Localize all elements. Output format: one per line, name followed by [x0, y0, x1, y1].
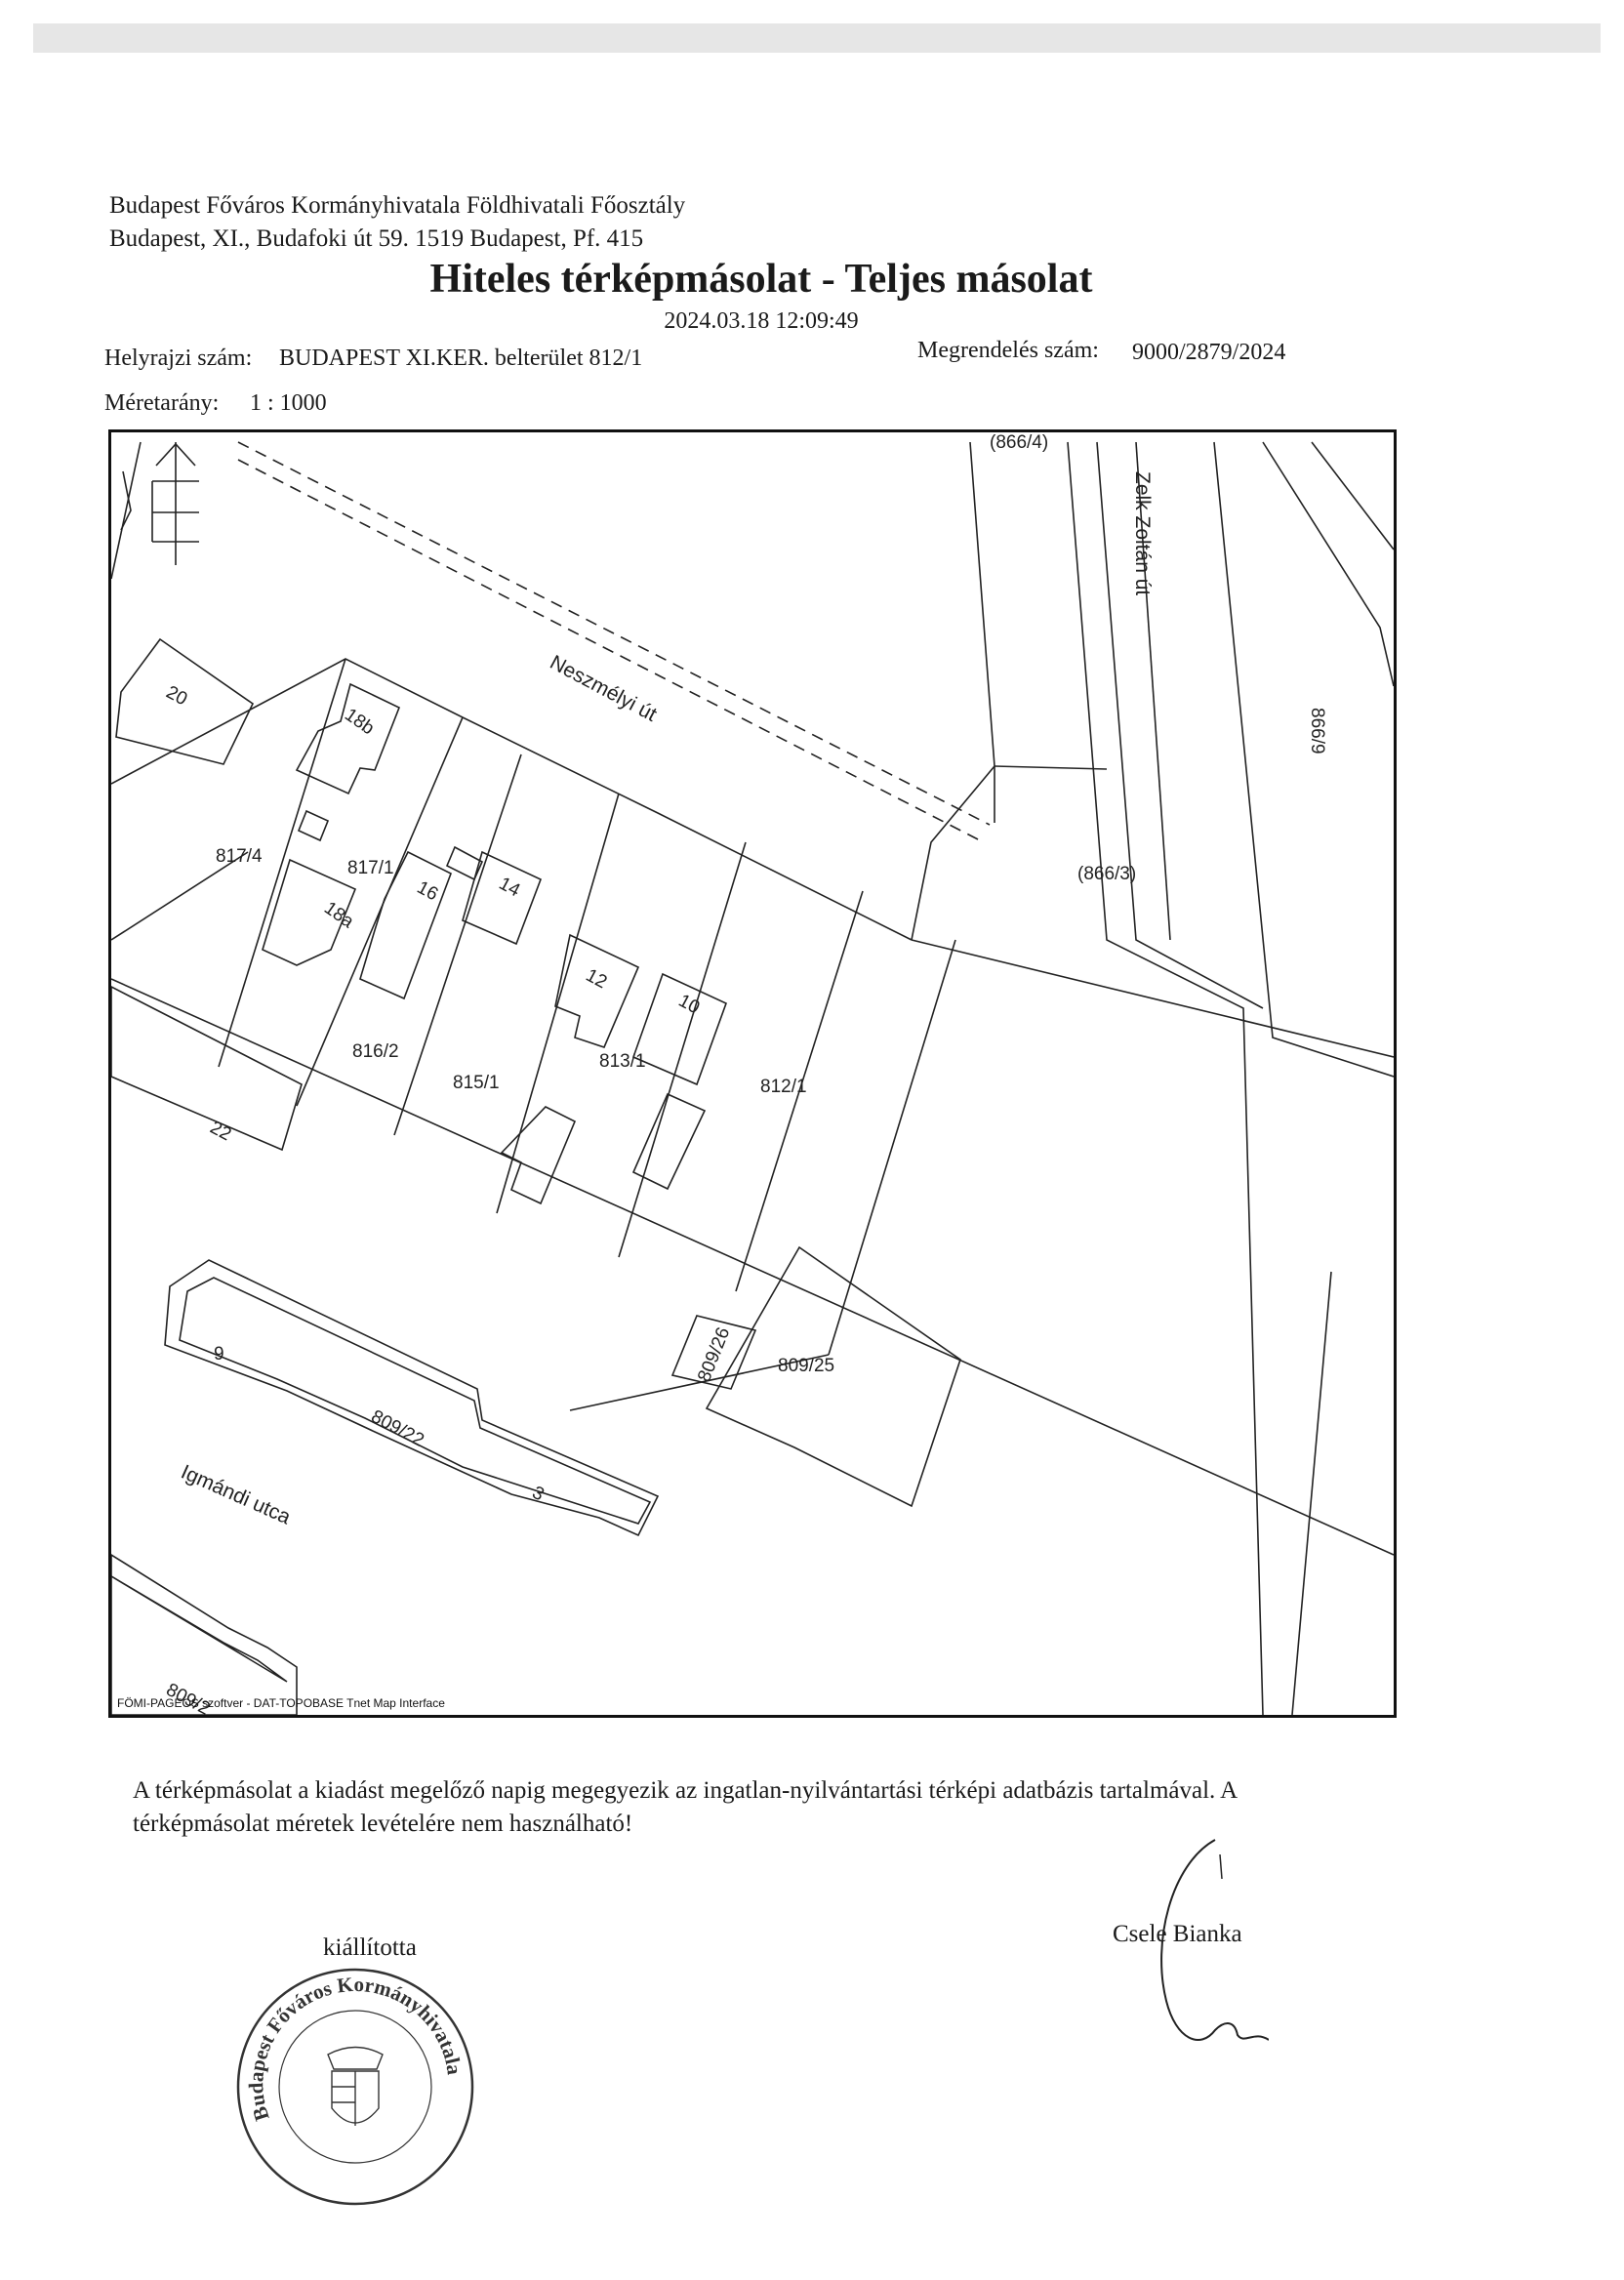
- parcel-866-3: (866/3): [1077, 864, 1136, 884]
- building-10: [631, 972, 728, 1086]
- building-809-25: [705, 1245, 961, 1508]
- building-809-26: [670, 1315, 757, 1390]
- building-22: [111, 986, 303, 1152]
- parcel-number-label: Helyrajzi szám:: [104, 346, 253, 371]
- parcel-816-2: 816/2: [352, 1041, 399, 1062]
- parcel-809-25: 809/25: [778, 1356, 834, 1376]
- order-number-label: Megrendelés szám:: [917, 338, 1099, 363]
- building-14: [462, 850, 543, 946]
- coat-of-arms-icon: [327, 2046, 384, 2126]
- building-18b: [295, 682, 401, 795]
- house-number-9: 9: [214, 1344, 224, 1364]
- parcel-817-4: 817/4: [216, 846, 263, 867]
- building-20: [115, 637, 255, 765]
- building-813-1: [500, 1106, 577, 1205]
- signer-name: Csele Bianka: [1113, 1921, 1242, 1947]
- building-small: [297, 809, 330, 842]
- building-812-1: [631, 1092, 707, 1191]
- house-number-16: 16: [414, 877, 442, 905]
- office-name: Budapest Főváros Kormányhivatala Földhiv…: [109, 192, 686, 219]
- parcel-866-9: 866/9: [1307, 708, 1327, 754]
- issued-by-label: kiállította: [323, 1934, 417, 1961]
- building-809-2: [111, 1554, 298, 1715]
- zelk-zoltan-road-edge: [911, 441, 1394, 1715]
- parcel-813-1: 813/1: [599, 1051, 646, 1072]
- house-number-22: 22: [207, 1118, 235, 1145]
- scale-value: 1 : 1000: [250, 390, 327, 416]
- map-drawing: Neszmélyi út Zelk Zoltán út Igmándi utca…: [111, 432, 1394, 1715]
- scan-top-edge: [33, 23, 1601, 53]
- office-address: Budapest, XI., Budafoki út 59. 1519 Buda…: [109, 225, 644, 252]
- parcel-866-4: (866/4): [990, 432, 1048, 453]
- order-number-value: 9000/2879/2024: [1132, 340, 1286, 365]
- neszmelyi-road-edge: [237, 441, 991, 841]
- house-number-12: 12: [583, 965, 611, 993]
- house-number-14: 14: [496, 874, 524, 902]
- scale-label: Méretarány:: [104, 390, 220, 416]
- street-label-zelk-zoltan: Zelk Zoltán út: [1131, 471, 1154, 595]
- issue-datetime: 2024.03.18 12:09:49: [664, 308, 859, 334]
- building-16-annex: [445, 845, 484, 881]
- parcel-number-value: BUDAPEST XI.KER. belterület 812/1: [279, 346, 643, 371]
- north-arrow-icon: [151, 442, 199, 565]
- building-18a: [262, 858, 357, 966]
- parcel-815-1: 815/1: [453, 1073, 500, 1093]
- parcel-812-1: 812/1: [760, 1077, 807, 1097]
- official-stamp: Budapest Főváros Kormányhivatala: [236, 1968, 474, 2206]
- handwritten-signature: [1160, 1839, 1269, 2041]
- parcel-809-22: 809/22: [368, 1406, 427, 1451]
- building-16: [359, 850, 453, 1000]
- building-12: [554, 933, 640, 1048]
- building-9-3: [164, 1259, 660, 1537]
- disclaimer-note: A térképmásolat a kiadást megelőző napig…: [133, 1777, 1237, 1837]
- house-number-18a: 18a: [320, 898, 357, 933]
- house-number-20: 20: [163, 682, 191, 710]
- parcel-817-1: 817/1: [347, 858, 394, 878]
- street-label-igmandi: Igmándi utca: [178, 1461, 294, 1529]
- street-label-neszmelyi: Neszmélyi út: [547, 651, 661, 726]
- cadastral-map: Neszmélyi út Zelk Zoltán út Igmándi utca…: [108, 429, 1397, 1718]
- document-title: Hiteles térképmásolat - Teljes másolat: [429, 257, 1093, 302]
- map-software-credit: FÖMI-PAGEOS szoftver - DAT-TOPOBASE Tnet…: [117, 1696, 445, 1710]
- house-number-18b: 18b: [341, 705, 378, 739]
